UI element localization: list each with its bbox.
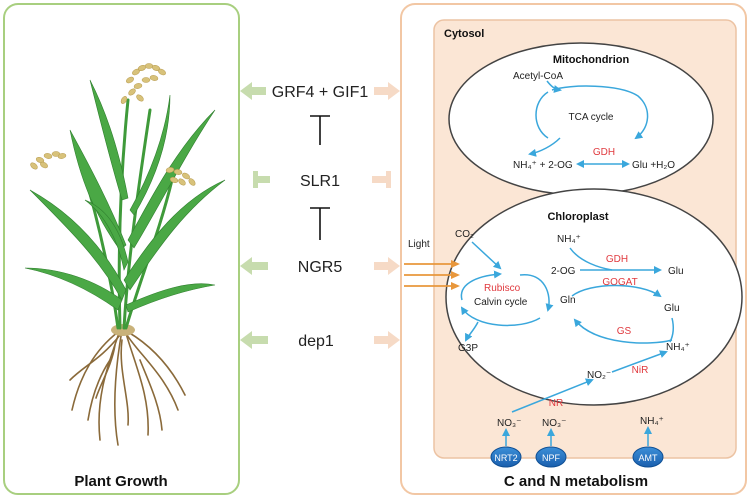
chloro-gdh-label: GDH: [606, 254, 628, 265]
nr-arrow: [511, 378, 594, 413]
amt-label: AMT: [639, 453, 659, 463]
nh4-to-gdh-arrow: [569, 247, 613, 271]
chloroplast: [445, 188, 743, 406]
metabolism-caption: C and N metabolism: [504, 473, 648, 490]
nrt2-transporter: NRT2: [490, 446, 522, 468]
uptake-arrows: [502, 426, 652, 446]
g3p-label: G3P: [458, 343, 478, 354]
nir-label: NiR: [632, 365, 649, 376]
cytosol-label: Cytosol: [444, 28, 484, 40]
mito-gdh-label: GDH: [593, 147, 615, 158]
rice-plant-illustration: [24, 63, 226, 446]
calvin-cycle-label: Calvin cycle: [474, 297, 528, 308]
no2-label: NO₂⁻: [587, 370, 611, 381]
acetyl-coa-label: Acetyl-CoA: [513, 71, 563, 82]
glu-top-label: Glu: [668, 266, 684, 277]
gogat-arrow: [571, 284, 662, 298]
plant-growth-caption: Plant Growth: [74, 473, 167, 490]
glu-mid-label: Glu: [664, 303, 680, 314]
chloroplast-title: Chloroplast: [547, 211, 608, 223]
dep1-label: dep1: [298, 333, 334, 350]
co2-label: CO₂: [455, 229, 474, 240]
mitochondrion-title: Mitochondrion: [553, 54, 630, 66]
rubisco-label: Rubisco: [484, 283, 521, 294]
slr1-right-blunt: [372, 171, 391, 188]
ngr5-inhibits-slr1: [310, 207, 330, 240]
gogat-label: GOGAT: [602, 277, 637, 288]
glu-to-gs-arrow: [669, 317, 675, 343]
co2-to-rubisco-arrow: [471, 241, 502, 270]
gln-label: Gln: [560, 295, 576, 306]
nr-label: NR: [549, 398, 563, 409]
npf-transporter: NPF: [535, 446, 567, 468]
dep1-left-arrow: [240, 331, 268, 349]
ngr5-left-arrow: [240, 257, 268, 275]
no3-a-label: NO₃⁻: [497, 418, 521, 429]
gs-arrow: [573, 318, 673, 344]
no3-b-label: NO₃⁻: [542, 418, 566, 429]
nh4-cytosol-label: NH₄⁺: [640, 416, 664, 427]
tca-cycle-label: TCA cycle: [568, 112, 613, 123]
dep1-right-arrow: [374, 331, 400, 349]
grf4-gif1-label: GRF4 + GIF1: [272, 84, 369, 101]
light-arrows: [404, 260, 460, 290]
nir-arrow: [611, 350, 668, 373]
regulator-column: GRF4 + GIF1 SLR1 NGR5: [240, 82, 400, 350]
ngr5-right-arrow: [374, 257, 400, 275]
light-label: Light: [408, 239, 430, 250]
nh4-top-label: NH₄⁺: [557, 234, 581, 245]
grf4-right-arrow: [374, 82, 400, 100]
glu-h2o-label: Glu +H₂O: [632, 160, 675, 171]
slr1-left-blunt: [253, 171, 270, 188]
amt-transporter: AMT: [632, 446, 664, 468]
grf4-left-arrow: [240, 82, 266, 100]
nh4-right-label: NH₄⁺: [666, 342, 690, 353]
slr1-label: SLR1: [300, 173, 340, 190]
npf-label: NPF: [542, 453, 561, 463]
tca-cycle-arrows: [528, 80, 649, 157]
ngr5-label: NGR5: [298, 259, 343, 276]
gs-label: GS: [617, 326, 632, 337]
calvin-cycle-arrows: [460, 270, 554, 342]
nrt2-label: NRT2: [494, 453, 517, 463]
two-og-label: 2-OG: [551, 266, 576, 277]
nh4-2og-label: NH₄⁺ + 2-OG: [513, 160, 573, 171]
slr1-inhibits-grf4: [310, 115, 330, 145]
